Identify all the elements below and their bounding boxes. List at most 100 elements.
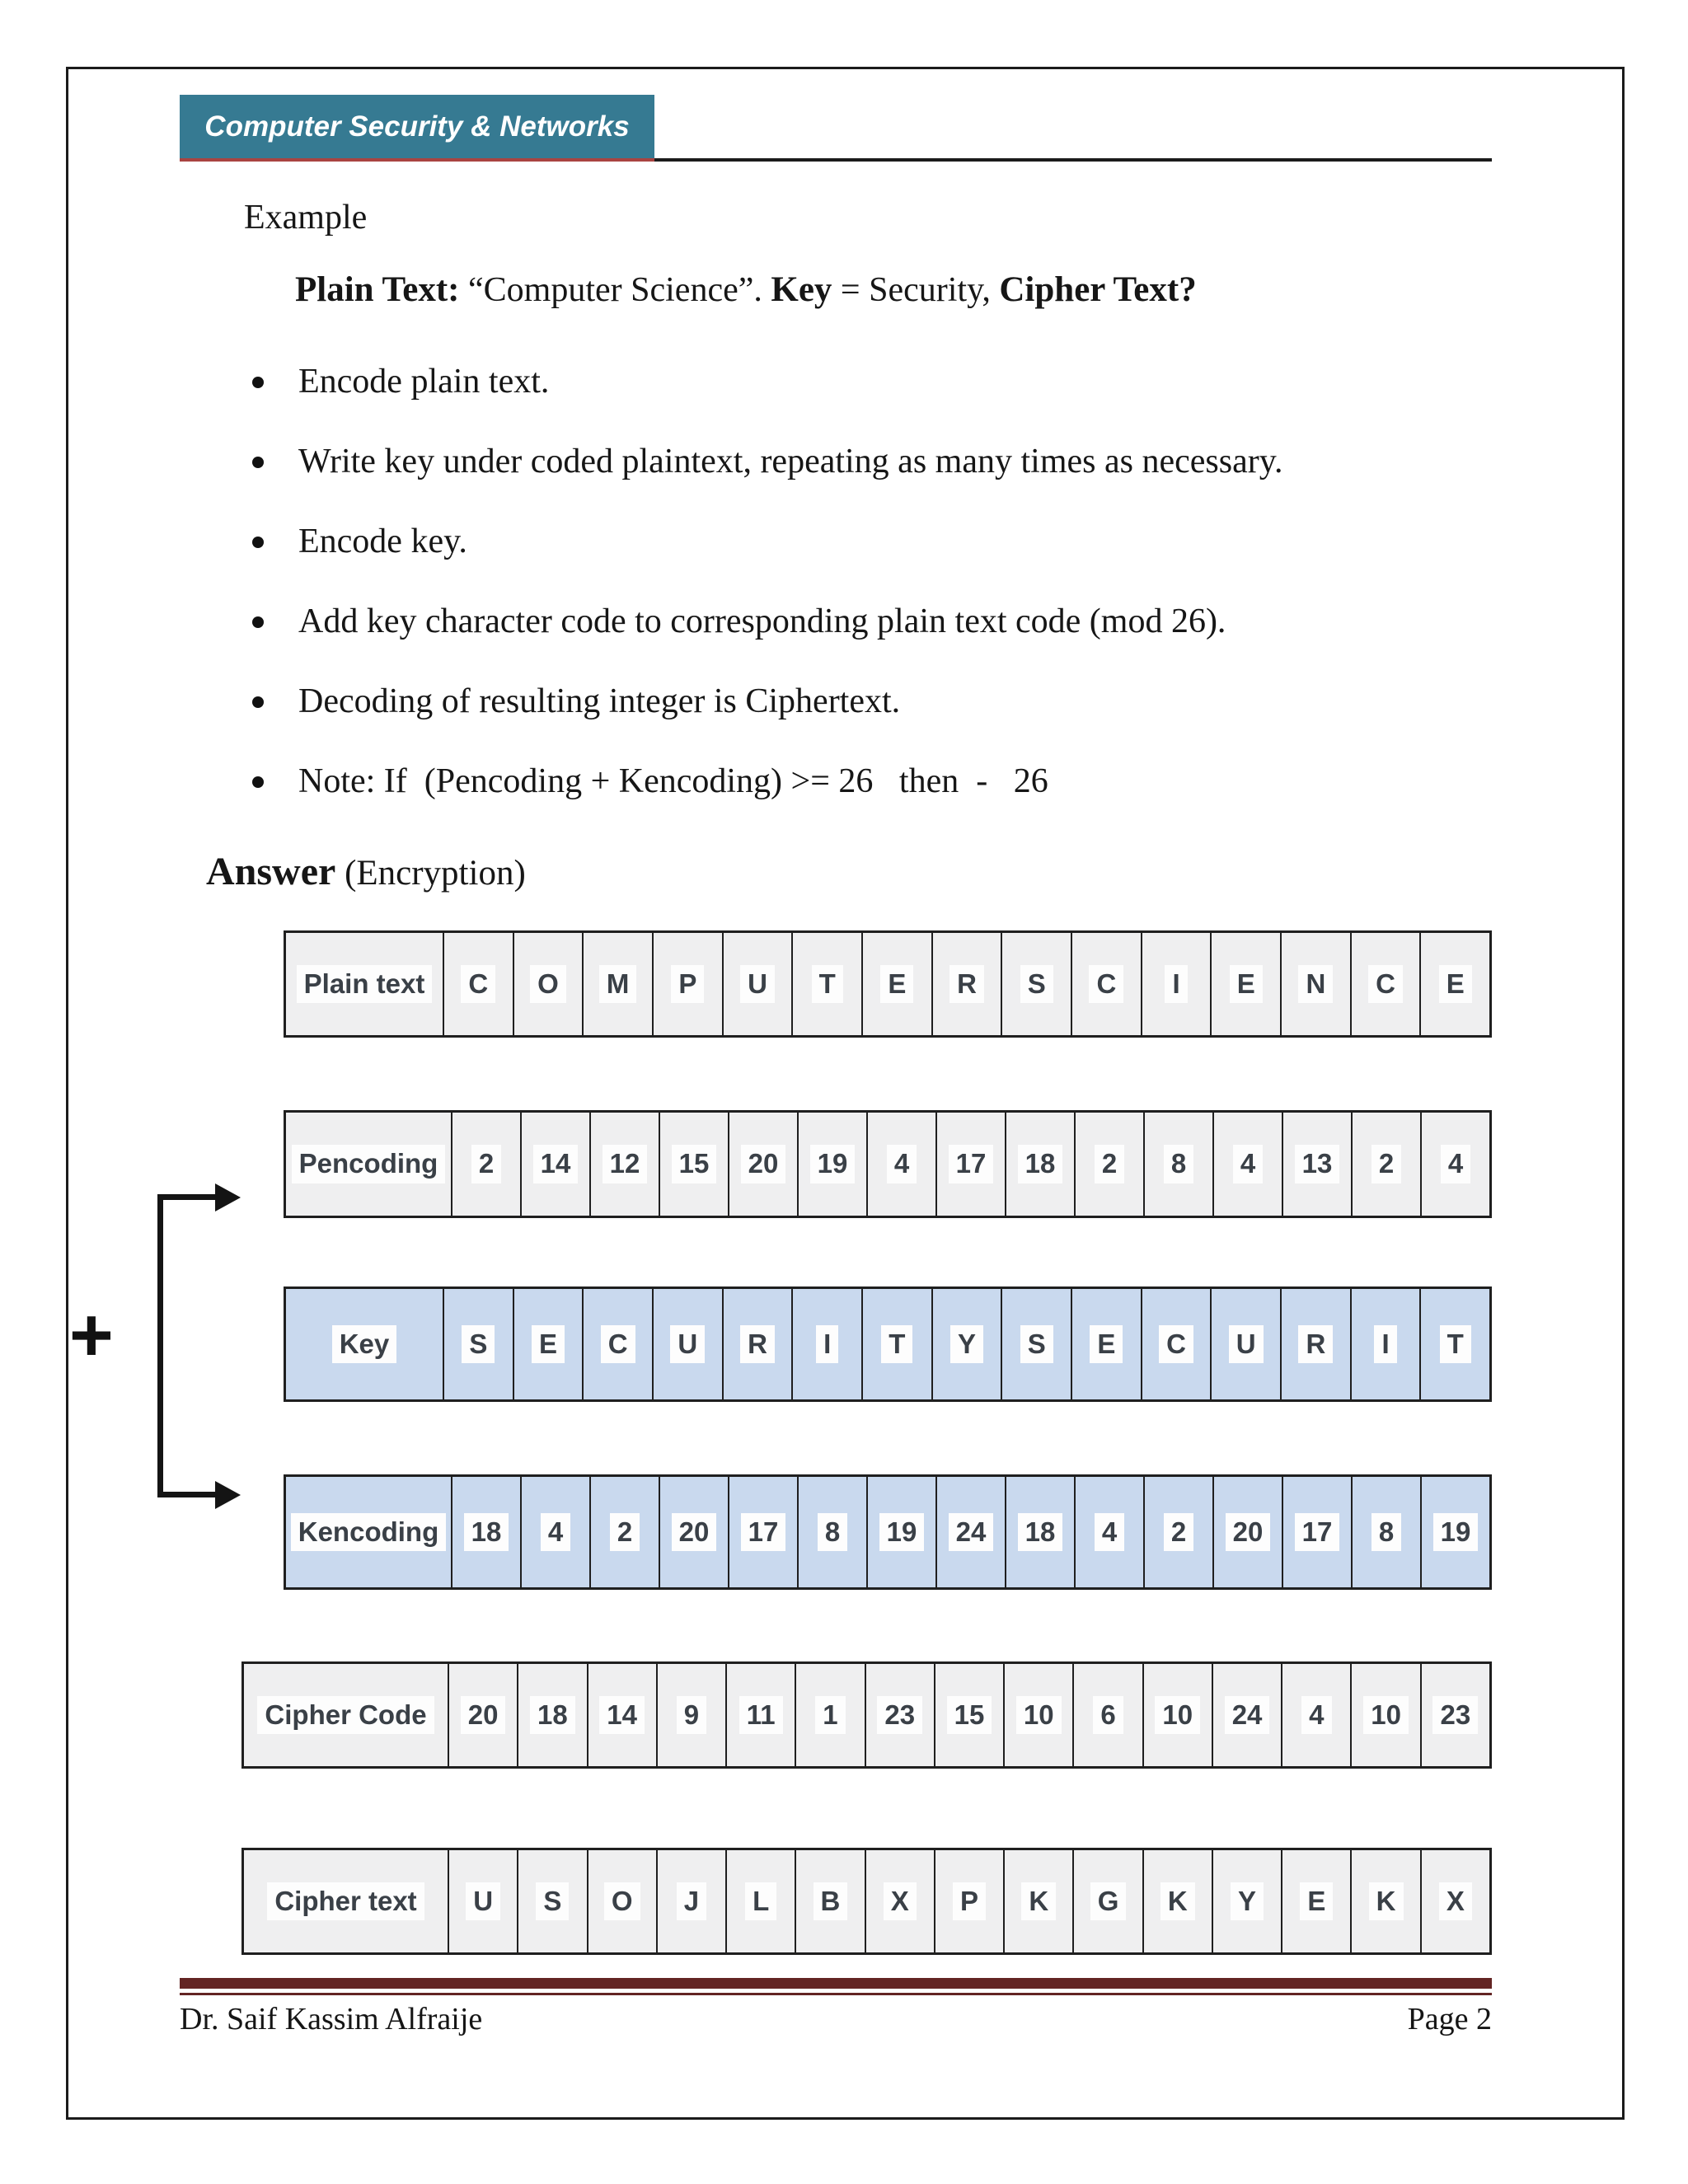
cell-value: N [1298,964,1334,1004]
value-cell: 15 [933,1664,1003,1766]
value-cell: 19 [1420,1477,1489,1587]
value-cell: S [1001,933,1071,1035]
cell-value: 17 [1294,1512,1340,1552]
cell-value: G [1090,1882,1127,1921]
badge-underline [180,158,654,162]
value-cell: C [582,1289,652,1399]
row-label-cell: Cipher Code [244,1664,448,1766]
value-cell: C [443,933,513,1035]
row-label: Plain text [296,964,433,1004]
cell-value: 24 [1224,1695,1270,1735]
row-label: Pencoding [291,1145,446,1183]
cell-value: C [1089,964,1124,1004]
value-cell: 10 [1003,1664,1072,1766]
cell-value: I [816,1324,839,1364]
cell-value: I [1165,964,1188,1004]
cell-value: 15 [671,1145,717,1183]
value-cell: K [1003,1850,1072,1952]
cell-value: U [740,964,775,1004]
value-cell: E [1281,1850,1350,1952]
cell-value: 9 [676,1695,707,1735]
cell-value: 24 [948,1512,994,1552]
value-cell: 17 [935,1113,1005,1216]
cell-value: 8 [1371,1512,1402,1552]
value-cell: J [655,1850,725,1952]
value-cell: 20 [728,1113,797,1216]
footer-rule-thick [180,1978,1492,1989]
cell-value: T [811,964,843,1004]
value-cell: R [931,933,1001,1035]
cell-value: 4 [540,1512,571,1552]
cell-value: E [1090,1324,1123,1364]
cell-value: Y [950,1324,984,1364]
value-cell: B [795,1850,864,1952]
value-cell: I [1349,1289,1420,1399]
plus-icon: + [69,1293,114,1377]
cell-value: K [1368,1882,1404,1921]
cell-value: R [1298,1324,1334,1364]
value-cell: R [721,1289,792,1399]
cell-value: 11 [738,1695,783,1735]
value-cell: 2 [1143,1477,1212,1587]
cell-value: 13 [1294,1145,1340,1183]
value-cell: 18 [451,1477,520,1587]
value-cell: 17 [1282,1477,1351,1587]
value-cell: T [791,933,861,1035]
value-cell: T [1419,1289,1489,1399]
cell-value: 4 [1232,1145,1264,1183]
answer-heading: Answer (Encryption) [206,849,526,894]
value-cell: 18 [517,1664,586,1766]
cell-value: P [671,964,705,1004]
value-cell: 1 [795,1664,864,1766]
cipher-question: Cipher Text? [999,270,1197,309]
cell-value: U [670,1324,706,1364]
header-rule [654,158,1492,162]
cell-value: 20 [671,1512,717,1552]
value-cell: 2 [1351,1113,1420,1216]
plain-text-label: Plain Text: [295,270,460,309]
row-label-cell: Key [286,1289,443,1399]
cell-value: U [1228,1324,1264,1364]
value-cell: U [448,1850,517,1952]
key-value: = Security, [832,271,1000,309]
answer-normal: (Encryption) [335,854,526,893]
value-cell: P [933,1850,1003,1952]
value-cell: 8 [1143,1113,1212,1216]
value-cell: 12 [589,1113,659,1216]
cell-value: C [600,1324,635,1364]
value-cell: 2 [1074,1113,1143,1216]
cell-value: 18 [530,1695,575,1735]
bullet-dot-icon [252,776,264,788]
cell-value: 10 [1363,1695,1409,1735]
value-cell: G [1072,1850,1142,1952]
cell-value: O [530,964,566,1004]
cell-value: E [880,964,914,1004]
value-cell: C [1349,933,1420,1035]
value-cell: 4 [1074,1477,1143,1587]
value-cell: 20 [1212,1477,1282,1587]
cell-value: 19 [1432,1512,1479,1552]
bullet-item: Decoding of resulting integer is Ciphert… [247,681,1282,722]
value-cell: R [1280,1289,1350,1399]
cell-value: C [461,964,496,1004]
value-cell: N [1280,933,1350,1035]
cell-value: I [1374,1324,1397,1364]
cell-value: R [950,964,984,1004]
value-cell: Y [931,1289,1001,1399]
footer: Dr. Saif Kassim Alfraije Page 2 [180,2001,1492,2037]
value-cell: 4 [1281,1664,1350,1766]
value-cell: 10 [1142,1664,1212,1766]
value-cell: C [1071,933,1141,1035]
cell-value: C [1368,964,1403,1004]
value-cell: E [512,1289,583,1399]
value-cell: 13 [1282,1113,1351,1216]
bullet-dot-icon [252,457,264,468]
bullet-list: Encode plain text.Write key under coded … [247,361,1282,841]
value-cell: 10 [1350,1664,1419,1766]
value-cell: S [517,1850,586,1952]
bracket-bottom-arrow-shaft [157,1492,217,1497]
value-cell: U [652,1289,722,1399]
